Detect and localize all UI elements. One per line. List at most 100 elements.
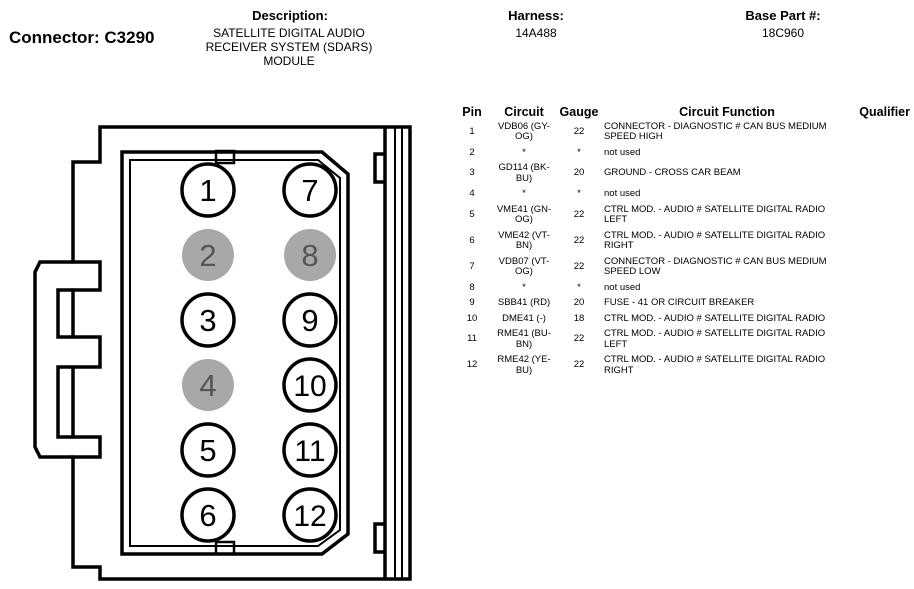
cell-circuit-function: CTRL MOD. - AUDIO # SATELLITE DIGITAL RA…: [604, 312, 826, 324]
cell-gauge: 22: [573, 359, 585, 371]
table-row: 11 RME41 (BU-BN) 22 CTRL MOD. - AUDIO # SAT…: [452, 327, 910, 353]
pin-number-1: 1: [199, 173, 216, 208]
pin-number-10: 10: [293, 370, 326, 403]
pin-number-2: 2: [199, 238, 216, 273]
cell-gauge: 18: [573, 312, 585, 324]
cell-circuit-function: CTRL MOD. - AUDIO # SATELLITE DIGITAL RA…: [604, 328, 826, 350]
cell-gauge: 22: [573, 125, 585, 137]
connector-latch-outline: [33, 260, 73, 459]
cell-circuit: *: [522, 146, 526, 158]
description-value: SATELLITE DIGITAL AUDIO RECEIVER SYSTEM …: [180, 26, 398, 68]
description-label: Description:: [252, 8, 328, 23]
cell-gauge: *: [577, 188, 581, 199]
description-line: MODULE: [263, 54, 315, 68]
cell-circuit: VDB06 (GY-OG): [498, 120, 550, 142]
cell-pin: 5: [469, 208, 475, 220]
cell-circuit: *: [522, 188, 526, 199]
cell-gauge: 22: [573, 333, 585, 345]
table-header-row: Pin Circuit Gauge Circuit Function Quali…: [452, 103, 910, 119]
cell-qualifier: [850, 311, 910, 327]
cell-pin: 3: [469, 167, 475, 179]
description-line: RECEIVER SYSTEM (SDARS): [205, 40, 373, 54]
cell-circuit-function: CTRL MOD. - AUDIO # SATELLITE DIGITAL RA…: [604, 229, 826, 251]
pin-number-9: 9: [301, 303, 318, 338]
cell-circuit-function: GROUND - CROSS CAR BEAM: [604, 167, 741, 179]
pin-number-6: 6: [199, 498, 216, 533]
cell-gauge: 22: [573, 234, 585, 246]
table-row: 10 DME41 (-) 18 CTRL MOD. - AUDIO # SATELLI…: [452, 311, 910, 327]
pin-number-8: 8: [301, 238, 318, 273]
pin-cavity-6: [180, 487, 236, 543]
pin-cavity-10: [282, 357, 338, 413]
cell-circuit-function: not used: [604, 188, 641, 199]
cell-circuit-function: not used: [604, 146, 641, 158]
header-circuit: Circuit: [504, 105, 544, 119]
cell-qualifier: [850, 353, 910, 379]
pin-number-12: 12: [293, 500, 326, 533]
header-gauge: Gauge: [559, 105, 599, 119]
table-row: 5 VME41 (GN-OG) 22 CTRL MOD. - AUDIO # SATE…: [452, 202, 910, 228]
pin-cavity-5: [180, 422, 236, 478]
header-circuit-function: Circuit Function: [679, 105, 775, 119]
cell-pin: 2: [469, 146, 475, 158]
cell-pin: 8: [469, 281, 475, 293]
cell-qualifier: [850, 187, 910, 203]
cell-circuit: GD114 (BK-BU): [498, 162, 550, 184]
cell-gauge: 22: [573, 208, 585, 220]
pin-cavity-2: [182, 229, 234, 281]
connector-id-title: Connector: C3290: [9, 28, 155, 47]
cell-circuit: RME41 (BU-BN): [497, 328, 551, 350]
pin-cavity-1: [180, 162, 236, 218]
pin-cavity-12: [282, 487, 338, 543]
table-row: 8 * * not used: [452, 280, 910, 296]
cell-pin: 1: [469, 125, 475, 137]
cell-qualifier: [850, 145, 910, 161]
pin-cavity-4: [182, 359, 234, 411]
cell-pin: 7: [469, 260, 475, 272]
cell-gauge: *: [577, 146, 581, 158]
base-part-value: 18C960: [761, 26, 805, 40]
cell-gauge: *: [577, 281, 581, 293]
cell-circuit: RME42 (YE-BU): [497, 354, 551, 376]
cell-circuit: VDB07 (VT-OG): [498, 255, 550, 277]
cell-circuit: SBB41 (RD): [497, 297, 551, 308]
pin-number-4: 4: [199, 368, 216, 403]
cell-qualifier: [850, 254, 910, 280]
table-row: 12 RME42 (YE-BU) 22 CTRL MOD. - AUDIO # SAT…: [452, 353, 910, 379]
cell-pin: 11: [467, 333, 477, 345]
cell-circuit: DME41 (-): [502, 312, 546, 324]
pin-cavity-9: [282, 292, 338, 348]
cell-gauge: 20: [573, 167, 585, 179]
cell-qualifier: [850, 161, 910, 187]
table-row: 4**not used: [452, 187, 910, 203]
pin-cavity-7: [282, 162, 338, 218]
pin-cavity-8: [284, 229, 336, 281]
cell-qualifier: [850, 202, 910, 228]
cell-circuit: VME42 (VT-BN): [498, 229, 550, 251]
header-pin: Pin: [462, 105, 482, 119]
cell-pin: 12: [466, 359, 478, 371]
pin-table: Pin Circuit Gauge Circuit Function Quali…: [452, 103, 910, 379]
cell-circuit: VME41 (GN-OG): [496, 203, 552, 225]
cell-qualifier: [850, 119, 910, 145]
pin-cavity-3: [180, 292, 236, 348]
cell-gauge: 20: [573, 297, 585, 308]
pin-cavity-11: [282, 422, 338, 478]
cell-circuit: *: [522, 281, 526, 293]
cell-pin: 10: [466, 312, 478, 324]
cell-circuit-function: CONNECTOR - DIAGNOSTIC # CAN BUS MEDIUM …: [604, 120, 827, 142]
pin-number-3: 3: [199, 303, 216, 338]
cell-qualifier: [850, 228, 910, 254]
cell-circuit-function: CTRL MOD. - AUDIO # SATELLITE DIGITAL RA…: [604, 203, 826, 225]
cell-circuit-function: CONNECTOR - DIAGNOSTIC # CAN BUS MEDIUM …: [604, 255, 827, 277]
cell-circuit-function: CTRL MOD. - AUDIO # SATELLITE DIGITAL RA…: [604, 354, 826, 376]
table-row: 3 GD114 (BK-BU) 20 GROUND - CROSS CAR BEAM: [452, 161, 910, 187]
harness-value: 14A488: [515, 26, 557, 40]
harness-label: Harness:: [508, 8, 564, 23]
table-row: 2 * * not used: [452, 145, 910, 161]
cell-circuit-function: not used: [604, 281, 641, 293]
